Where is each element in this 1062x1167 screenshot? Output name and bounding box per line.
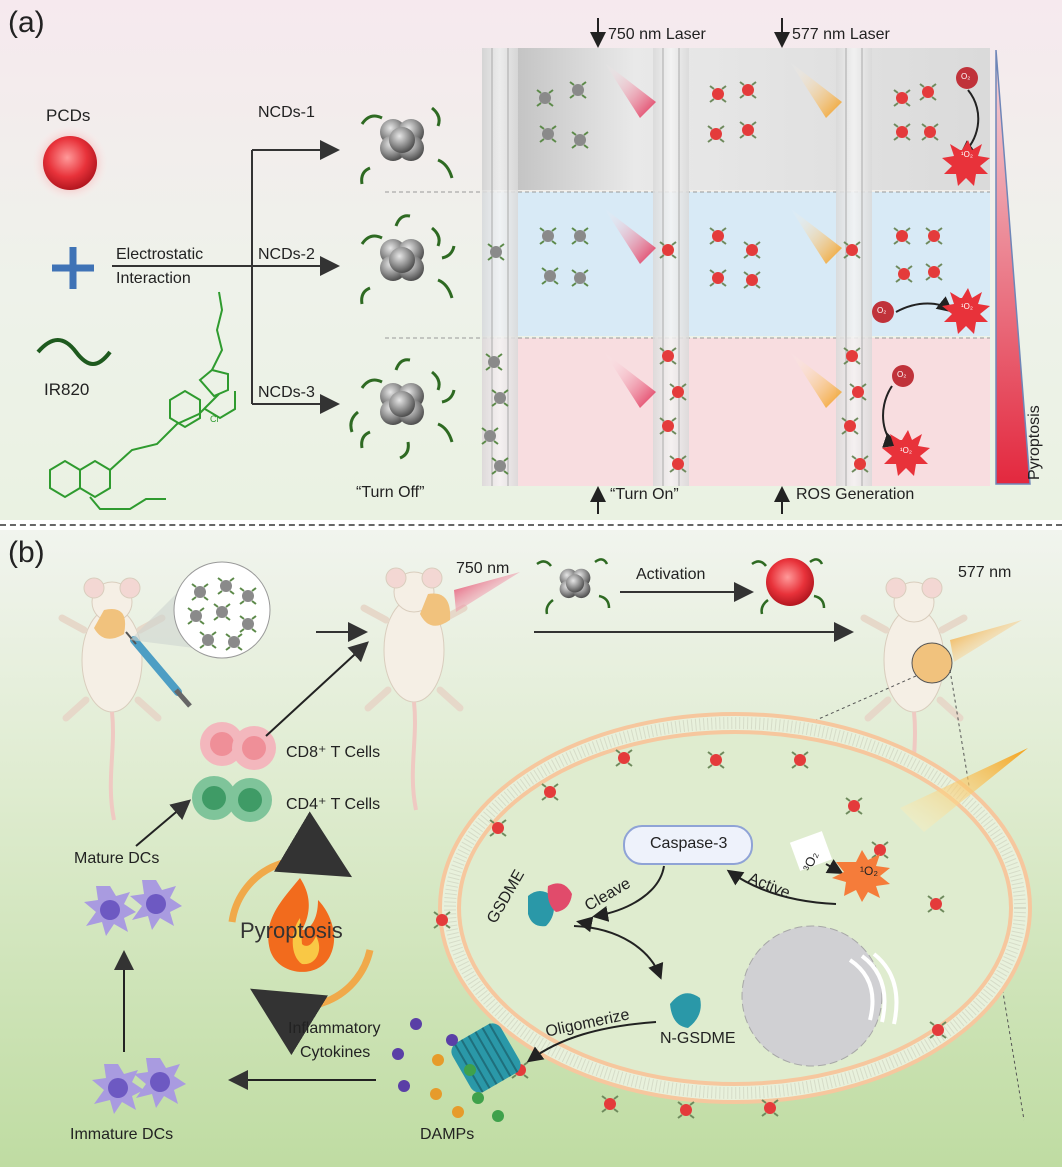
o2-label-row1: O₂ bbox=[961, 72, 971, 81]
mature-dcs-label: Mature DCs bbox=[74, 850, 160, 867]
tumor-1 bbox=[94, 609, 126, 639]
cd8-label: CD8⁺ T Cells bbox=[286, 744, 381, 761]
pcd-particle bbox=[43, 136, 97, 190]
pcd-after-activation bbox=[751, 558, 826, 615]
interaction-label-2: Interaction bbox=[116, 270, 191, 287]
panel-divider bbox=[0, 524, 1062, 526]
ir820-structure-icon bbox=[49, 291, 236, 510]
mouse-2 bbox=[364, 568, 464, 810]
golgi-icon bbox=[848, 952, 899, 1025]
singlet-o2-row1: ¹O₂ bbox=[961, 150, 973, 159]
membrane-2 bbox=[653, 48, 689, 486]
svg-text:Cl: Cl bbox=[210, 414, 219, 424]
ros-row3 bbox=[882, 365, 930, 476]
singlet-o2-row2: ¹O₂ bbox=[961, 302, 973, 311]
panel-a-label: (a) bbox=[8, 6, 45, 39]
tumor-2 bbox=[420, 593, 451, 626]
laser-750-label: 750 nm Laser bbox=[608, 26, 706, 43]
singlet-o2-row3: ¹O₂ bbox=[900, 446, 912, 455]
n-gsdme-icon bbox=[670, 993, 701, 1028]
ir820-label: IR820 bbox=[44, 380, 90, 399]
damps-label: DAMPs bbox=[420, 1126, 475, 1143]
laser-red-2 bbox=[604, 208, 656, 264]
laser-577-label: 577 nm Laser bbox=[792, 26, 890, 43]
panel-b-label: (b) bbox=[8, 536, 45, 569]
triplet-o2-badge bbox=[789, 831, 833, 871]
ros-row1 bbox=[942, 67, 990, 186]
singlet-o2-star bbox=[832, 850, 890, 902]
laser-577-cell bbox=[900, 748, 1028, 832]
ncd2-particle bbox=[360, 214, 456, 305]
laser-577-mouse bbox=[950, 620, 1022, 662]
row-1-bg bbox=[482, 48, 990, 190]
cytokine-dots bbox=[392, 1018, 504, 1122]
plus-icon bbox=[52, 247, 94, 289]
ros-row2 bbox=[872, 288, 990, 334]
pcds-label: PCDs bbox=[46, 106, 91, 125]
nm-750-label: 750 nm bbox=[456, 560, 510, 577]
pyroptosis-cycle-icon bbox=[228, 811, 374, 1056]
caspase-3-label: Caspase-3 bbox=[650, 835, 728, 852]
pyroptosis-cycle-label: Pyroptosis bbox=[240, 918, 343, 943]
immature-dc-icon bbox=[92, 1064, 144, 1114]
immature-dcs-label: Immature DCs bbox=[70, 1126, 174, 1143]
laser-yellow-1 bbox=[790, 62, 842, 118]
ncd1-particle bbox=[360, 106, 454, 185]
pyroptosis-gradient-bar bbox=[995, 49, 1031, 485]
row-2-bg bbox=[482, 192, 990, 336]
o2-label-row2: O₂ bbox=[877, 306, 887, 315]
nucleus bbox=[741, 925, 883, 1067]
cytokines-label-1: Inflammatory bbox=[288, 1020, 381, 1037]
laser-yellow-3 bbox=[790, 352, 842, 408]
ir820-squiggle-icon bbox=[36, 338, 112, 366]
ncds-1-label: NCDs-1 bbox=[258, 104, 315, 121]
ncds-2-label: NCDs-2 bbox=[258, 246, 315, 263]
pyroptosis-axis-label: Pyroptosis bbox=[1026, 405, 1043, 480]
laser-750-mouse bbox=[454, 572, 520, 612]
cd4-label: CD4⁺ T Cells bbox=[286, 796, 381, 813]
ros-generation-label: ROS Generation bbox=[796, 486, 915, 503]
tumor-3-circle bbox=[911, 642, 953, 684]
ncd3-particle bbox=[349, 358, 456, 460]
turn-on-label: “Turn On” bbox=[610, 486, 679, 503]
caspase-3-box bbox=[623, 825, 753, 865]
n-gsdme-label: N-GSDME bbox=[660, 1030, 736, 1047]
mature-dc-icon bbox=[84, 886, 136, 936]
ncd-before-activation bbox=[536, 558, 611, 615]
membrane-3 bbox=[836, 48, 872, 486]
gsdme-protein-icon bbox=[528, 883, 572, 927]
interaction-label-1: Electrostatic bbox=[116, 246, 204, 263]
syringe-icon bbox=[125, 631, 192, 708]
ncds-3-label: NCDs-3 bbox=[258, 384, 315, 401]
turn-off-label: “Turn Off” bbox=[356, 484, 425, 501]
membrane-1 bbox=[482, 48, 518, 486]
nm-577-label: 577 nm bbox=[958, 564, 1012, 581]
cytokines-label-2: Cytokines bbox=[300, 1044, 371, 1061]
laser-yellow-2 bbox=[790, 208, 842, 264]
laser-red-3 bbox=[604, 352, 656, 408]
singlet-o2-label: ¹O₂ bbox=[860, 864, 878, 878]
o2-label-row3: O₂ bbox=[897, 370, 907, 379]
laser-red-1 bbox=[604, 62, 656, 118]
activation-label: Activation bbox=[636, 566, 706, 583]
